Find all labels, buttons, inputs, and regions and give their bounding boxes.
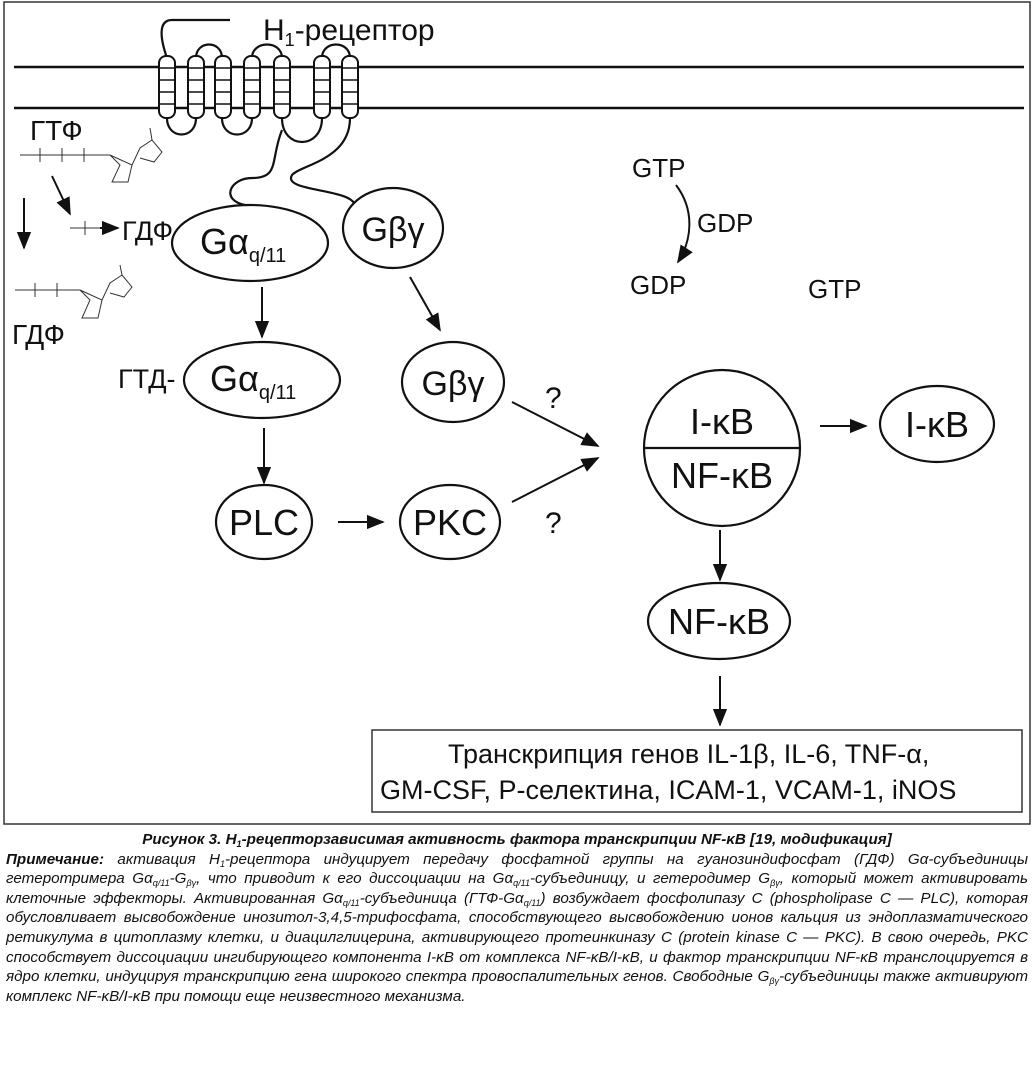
gbg-node-mid [400, 340, 506, 424]
galpha-top-label: Gαq/11 [200, 221, 286, 267]
arrow-gtp-to-phosphate [51, 175, 71, 216]
transcription-line-1: Транскрипция генов IL-1β, IL-6, TNF-α, [448, 739, 929, 769]
caption-note-text: активация H1-рецептора индуцирует переда… [6, 850, 1033, 1005]
gtp-en-right-label: GTP [808, 274, 861, 304]
galpha-node-top [170, 203, 330, 283]
arrow-pkc-to-complex [511, 457, 600, 503]
plc-label: PLC [229, 502, 299, 543]
gdp-cyr-bottom-label: ГДФ [12, 319, 65, 350]
gdp-molecule-icon [15, 264, 133, 319]
gdp-en-bottom-label: GDP [630, 270, 686, 300]
phosphate-icon [70, 221, 100, 235]
nfkb-free-label: NF-κB [668, 601, 770, 642]
complex-nfkb-label: NF-κB [671, 455, 773, 496]
receptor-helices [158, 55, 359, 119]
gtd-label: ГТД- [118, 364, 176, 394]
arrow-gtp-to-gdp-curve [675, 184, 693, 264]
galpha-mid-label: Gαq/11 [210, 358, 296, 404]
complex-ikb-label: I-κB [690, 401, 754, 442]
plc-node [214, 483, 314, 561]
gbg-node-top [341, 186, 445, 270]
gtp-cyr-label: ГТФ [30, 115, 83, 146]
arrow-gbg-to-complex [511, 401, 600, 447]
ikb-free-label: I-κB [905, 404, 969, 445]
ikb-free-node [878, 384, 996, 464]
question-mark-top: ? [545, 382, 562, 415]
figure-frame [3, 1, 1031, 825]
nfkb-free-node [646, 581, 792, 661]
transcription-line-2: GM-CSF, Р-селектина, ICAM-1, VCAM-1, iNO… [380, 775, 956, 805]
pkc-label: PKC [413, 502, 487, 543]
signaling-diagram: H1-рецептор ГТФ ГДФ- ГДФ Gαq/11 Gβγ ГТД-… [3, 1, 1031, 825]
caption-note-label: Примечание: [6, 850, 105, 868]
gdp-en-mid-label: GDP [697, 208, 753, 238]
figure-caption: Рисунок 3. H1-рецепторзависимая активнос… [6, 830, 1028, 1006]
galpha-node-mid [182, 340, 342, 420]
gbg-mid-label: Gβγ [421, 365, 484, 403]
gtp-molecule-icon [20, 127, 163, 183]
gbg-top-label: Gβγ [361, 211, 424, 249]
arrow-gbg-down [409, 276, 441, 332]
pkc-node [398, 483, 502, 561]
receptor-label: H1-рецептор [263, 14, 435, 50]
gtp-en-label: GTP [632, 153, 685, 183]
question-mark-bottom: ? [545, 507, 562, 540]
caption-title: Рисунок 3. H1-рецепторзависимая активнос… [142, 831, 892, 849]
transcription-box [371, 729, 1023, 813]
